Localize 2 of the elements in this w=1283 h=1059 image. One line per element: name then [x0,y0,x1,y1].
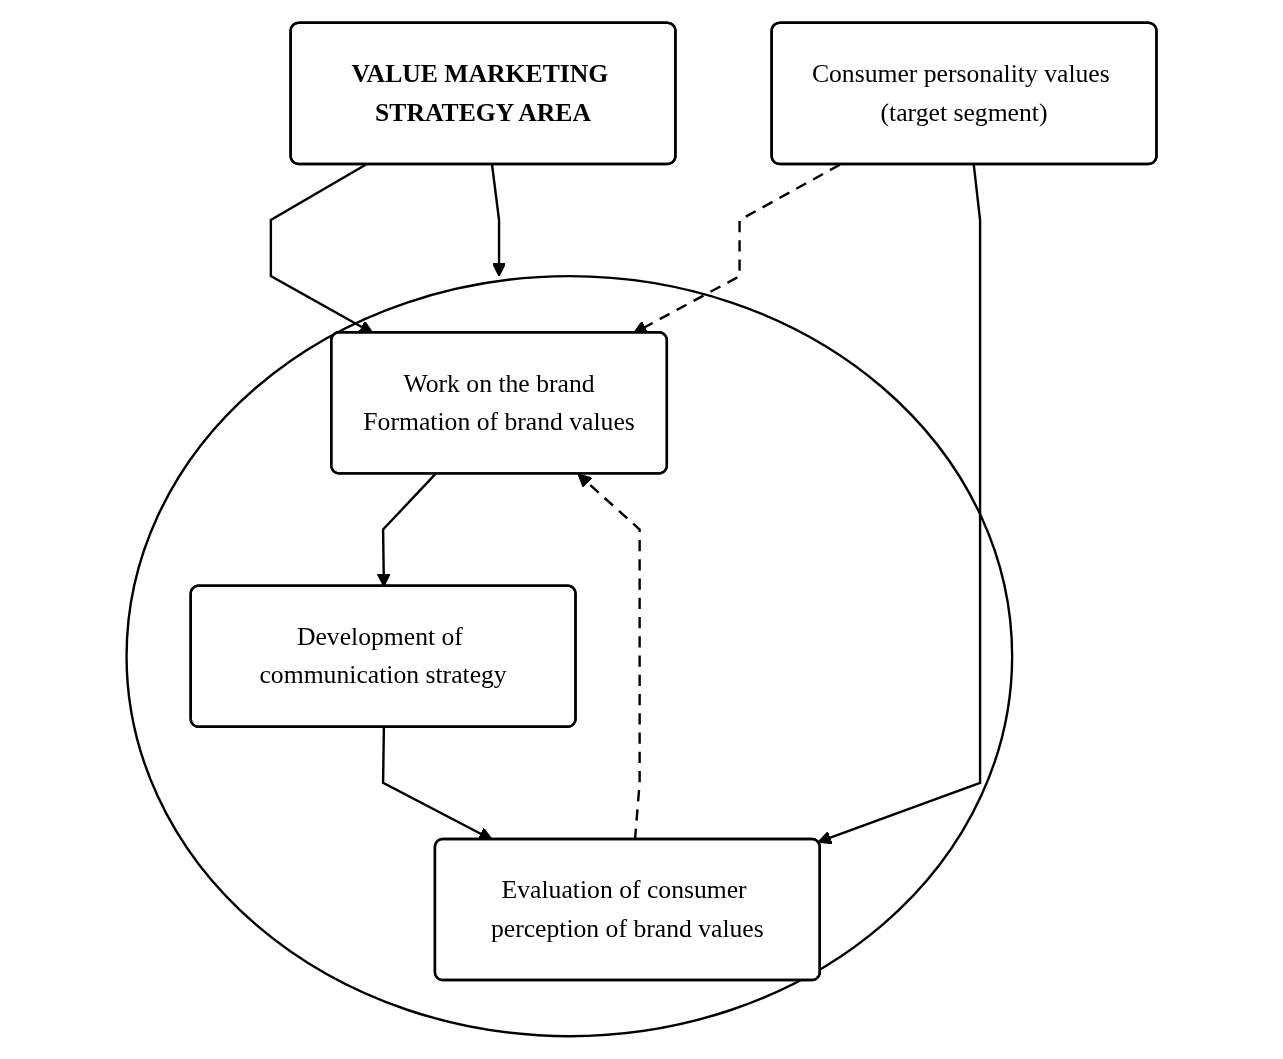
arrow [490,163,507,277]
arrow [817,164,982,845]
